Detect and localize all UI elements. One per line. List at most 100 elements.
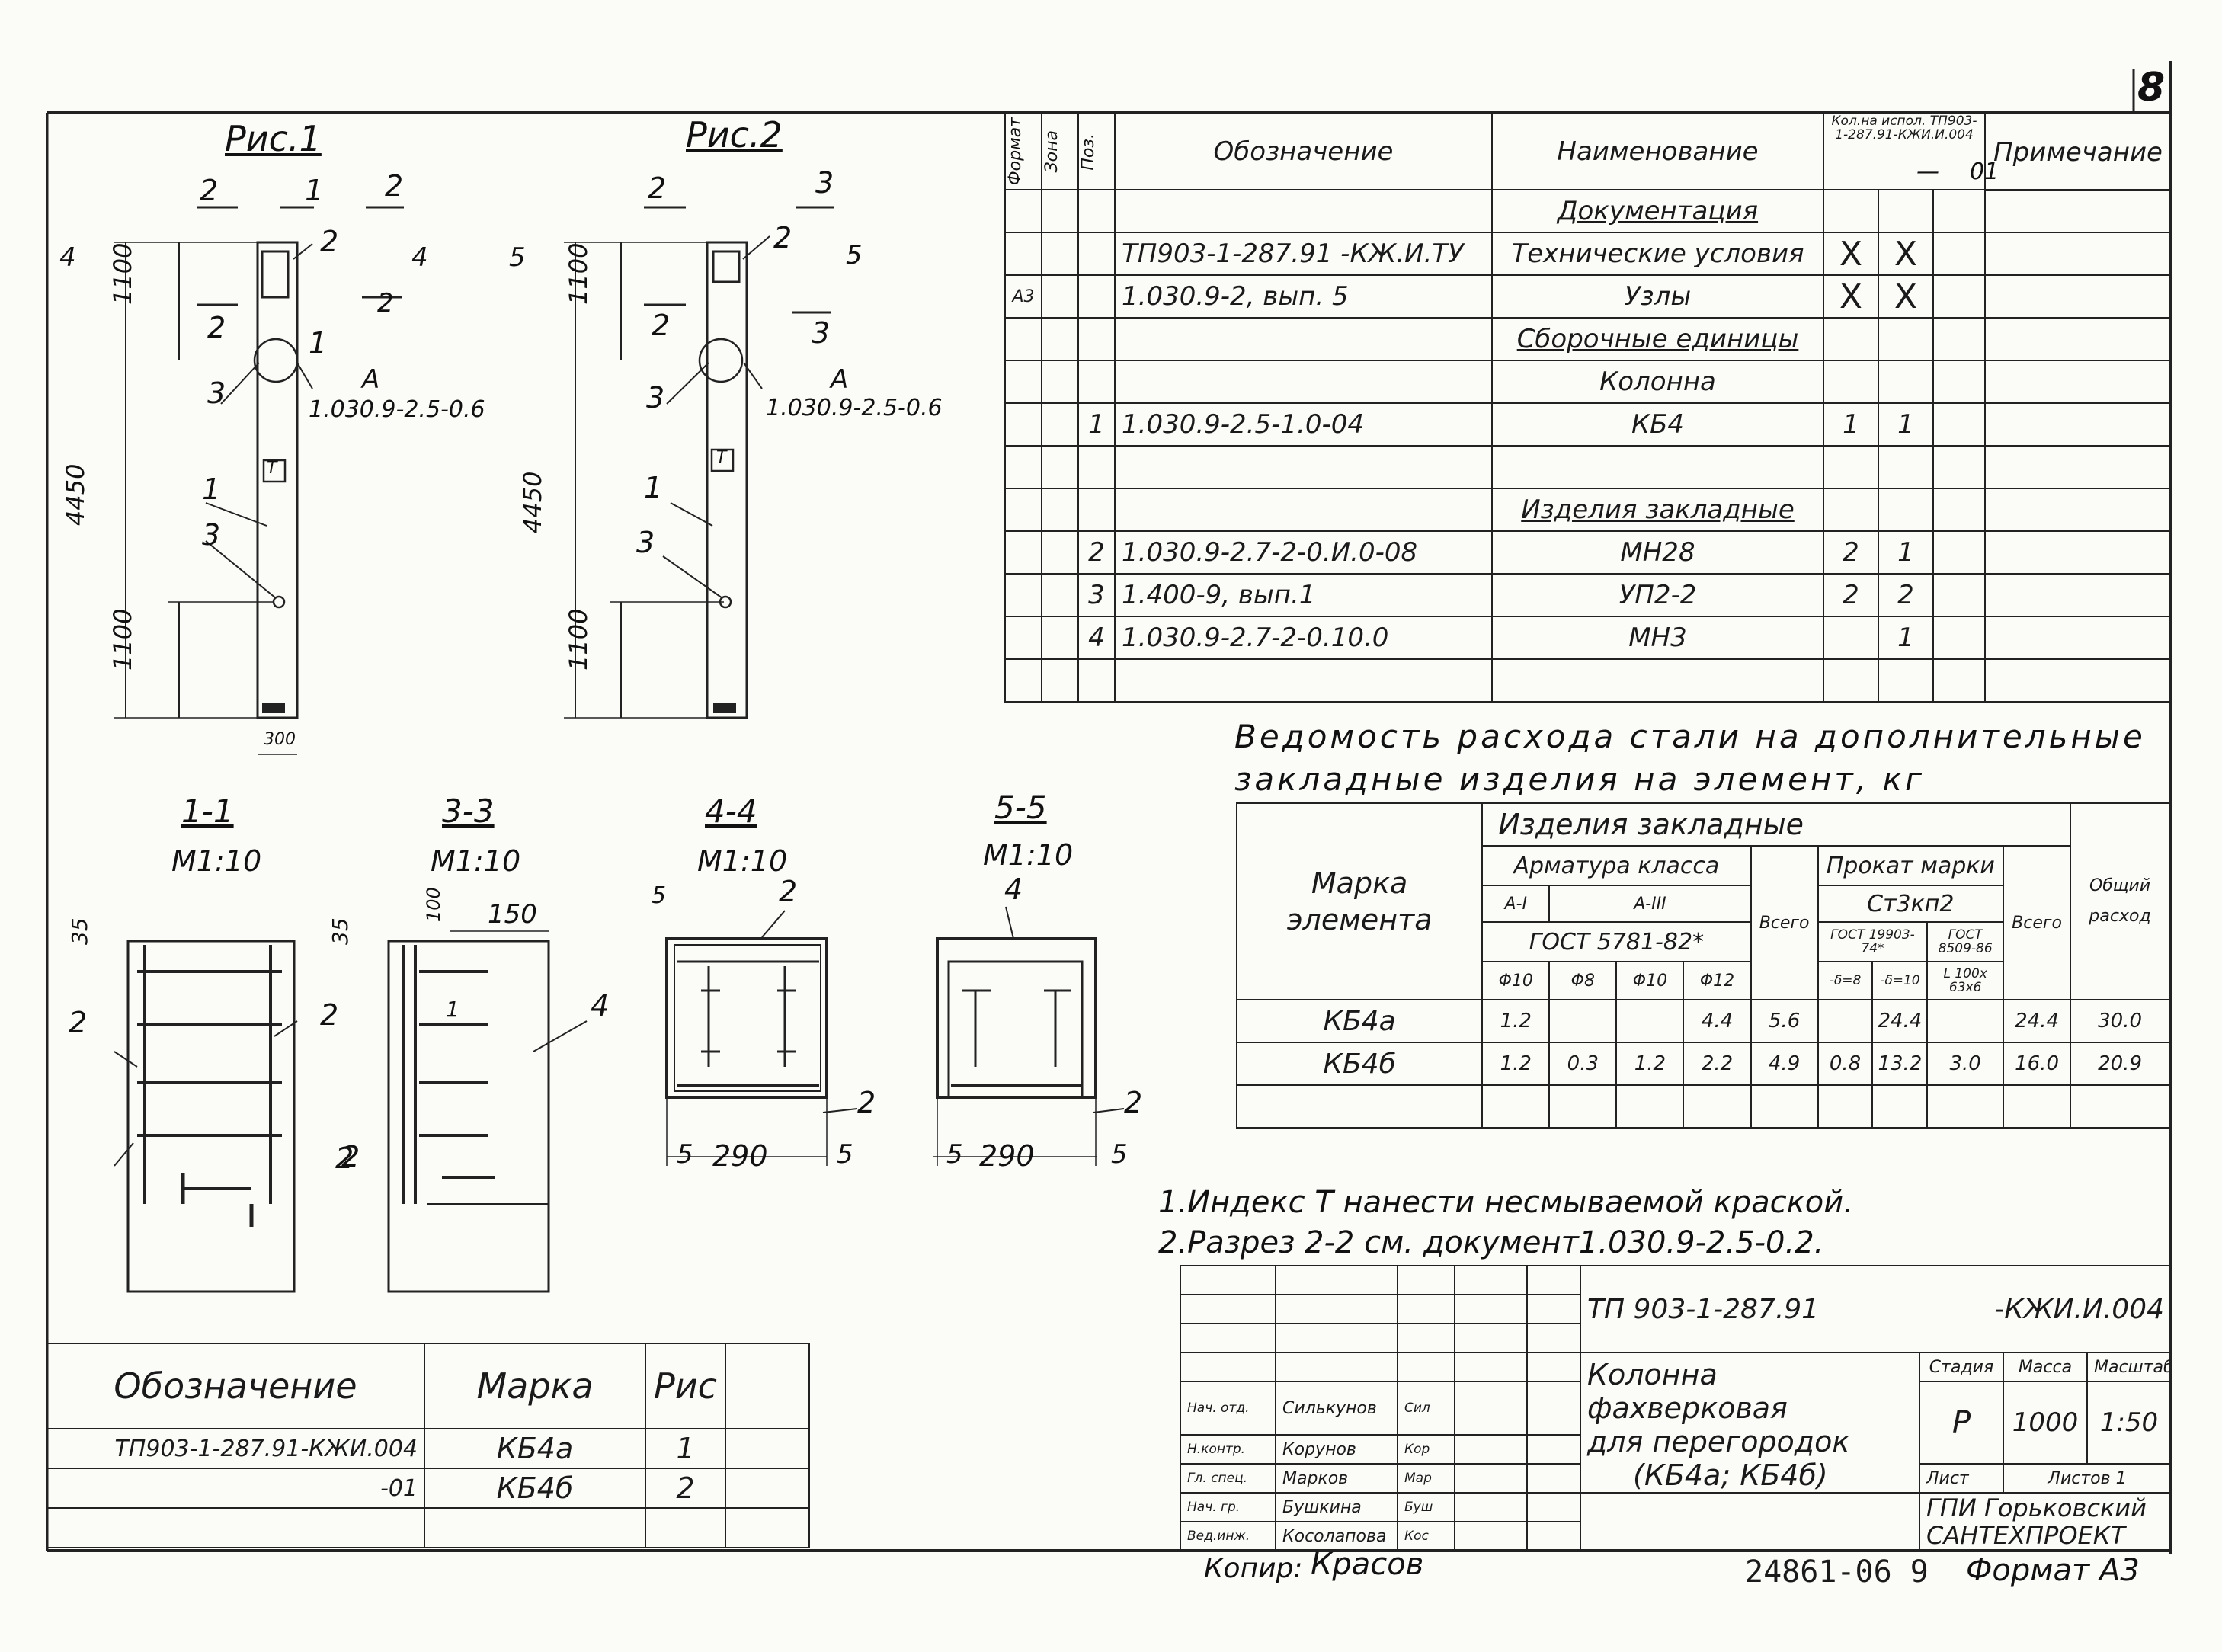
staff-role: Н.контр. — [1180, 1434, 1276, 1465]
section-5-5-dim: 5 — [1111, 1139, 1128, 1170]
steel-cell-value: 24.4 — [2002, 999, 2072, 1043]
spec-cell-name — [1491, 658, 1824, 703]
section-3-3-scale: М1:10 — [431, 844, 521, 878]
fig2-callout-a: А — [831, 364, 849, 395]
spec-cell-note — [1984, 616, 2172, 660]
fig2-mark: 3 — [812, 316, 831, 350]
spec-cell-pos — [1077, 360, 1116, 404]
spec-row: Сборочные единицы — [1004, 317, 2172, 361]
spec-cell-note — [1984, 274, 2172, 319]
spec-cell-pos — [1077, 232, 1116, 276]
spec-cell-name: УП2-2 — [1491, 573, 1824, 617]
spec-cell-note — [1984, 402, 2172, 447]
section-4-4-title: 4-4 — [705, 792, 757, 830]
spec-cell-format — [1004, 317, 1042, 361]
stamp-h-mass: Масса — [2003, 1352, 2088, 1382]
spec-cell-qty-a — [1823, 445, 1879, 489]
steel-table: Марка элемента Изделия закладные Общий р… — [1235, 802, 2170, 1129]
spec-cell-empty — [1932, 189, 1986, 233]
spec-cell-zone — [1041, 402, 1079, 447]
spec-cell-pos — [1077, 488, 1116, 532]
section-3-3-mark: 1 — [446, 997, 459, 1022]
staff-name: Марков — [1275, 1463, 1398, 1494]
steel-cell-value: 13.2 — [1871, 1042, 1929, 1086]
steel-cell-value: 24.4 — [1871, 999, 1929, 1043]
steel-cell-value — [1615, 1084, 1685, 1129]
steel-cell-mark — [1235, 1084, 1484, 1129]
staff-sign: Мар — [1397, 1463, 1455, 1494]
fig2-callout-ref: 1.030.9-2.5-0.6 — [766, 395, 943, 421]
steel-cell-value: 0.3 — [1548, 1042, 1618, 1086]
stamp-block: ТП 903-1-287.91 -КЖИ.И.004 Колонна фахве… — [1180, 1265, 2172, 1551]
spec-cell-qty-a — [1823, 189, 1879, 233]
figure-1-column — [114, 206, 404, 755]
section-4-4-drawing — [665, 910, 858, 1166]
steel-row — [1235, 1084, 2170, 1129]
spec-header-zone: Зона — [1042, 130, 1061, 173]
spec-cell-name: МН28 — [1491, 530, 1824, 575]
stamp-scale: 1:50 — [2086, 1381, 2172, 1465]
spec-cell-zone — [1041, 573, 1079, 617]
fig1-mark: 4 — [411, 242, 428, 273]
spec-cell-name: КБ4 — [1491, 402, 1824, 447]
staff-sign: Буш — [1397, 1492, 1455, 1522]
spec-cell-format — [1004, 573, 1042, 617]
spec-cell-empty — [1932, 616, 1986, 660]
section-1-1-mark: 2 — [69, 1006, 88, 1039]
marks-header-fig: Рис — [645, 1343, 726, 1429]
stamp-title-2: для перегородок — [1587, 1425, 1850, 1458]
fig1-mark: 3 — [202, 518, 221, 552]
spec-row: Документация — [1004, 189, 2172, 233]
steel-cell-value — [1926, 999, 2004, 1043]
spec-cell-note — [1984, 317, 2172, 361]
staff-role: Нач. гр. — [1180, 1492, 1276, 1522]
note-2: 2.Разрез 2-2 см. документ1.030.9-2.5-0.2… — [1158, 1225, 1824, 1260]
spec-cell-empty — [1932, 573, 1986, 617]
fig2-mark: 2 — [652, 309, 671, 342]
spec-cell-qty-b — [1878, 488, 1934, 532]
spec-cell-empty — [1932, 317, 1986, 361]
section-4-4-dim: 5 — [677, 1139, 693, 1170]
spec-header-qty-a: — — [1916, 158, 1939, 185]
spec-cell-pos: 4 — [1077, 616, 1116, 660]
spec-header-qty-b: 01 — [1970, 158, 1999, 185]
fig1-mark: 2 — [320, 225, 339, 258]
fig2-mark: 3 — [815, 166, 834, 200]
section-5-5-dim: 5 — [946, 1139, 963, 1170]
stamp-org-1: ГПИ Горьковский — [1926, 1494, 2147, 1522]
spec-cell-qty-b — [1878, 658, 1934, 703]
spec-header-pos: Поз. — [1079, 133, 1098, 171]
spec-cell-note — [1984, 573, 2172, 617]
stamp-h-scale: Масштаб — [2086, 1352, 2172, 1382]
steel-cell-value: 1.2 — [1615, 1042, 1685, 1086]
marks-cell-mark: КБ4а — [424, 1428, 646, 1469]
spec-cell-qty-b: 1 — [1878, 616, 1934, 660]
steel-cell-value — [1683, 1084, 1752, 1129]
spec-header-designation: Обозначение — [1114, 113, 1493, 190]
spec-cell-name: МН3 — [1491, 616, 1824, 660]
copy-label: Копир: — [1204, 1553, 1303, 1584]
fig2-mark: 5 — [509, 242, 526, 273]
steel-cell-value: 16.0 — [2002, 1042, 2072, 1086]
steel-header-total2: Всего — [2002, 845, 2072, 1000]
fig1-callout-a: А — [362, 364, 380, 395]
steel-header-gost-rebar: ГОСТ 5781-82* — [1481, 921, 1752, 962]
spec-cell-zone — [1041, 232, 1079, 276]
spec-row: Изделия закладные — [1004, 488, 2172, 532]
section-3-3-mark: 4 — [591, 989, 610, 1023]
fig2-mark: 3 — [646, 381, 665, 415]
spec-cell-qty-a — [1823, 616, 1879, 660]
spec-cell-designation — [1114, 189, 1493, 233]
marks-cell-mark: КБ4б — [424, 1468, 646, 1509]
spec-cell-format — [1004, 658, 1042, 703]
fig1-dim-top: 1100 — [108, 242, 137, 305]
section-5-5-mark: 2 — [1124, 1086, 1143, 1119]
fig1-dim-total: 4450 — [61, 463, 90, 526]
fig1-mark: 4 — [59, 242, 76, 273]
spec-row — [1004, 445, 2172, 489]
marks-row — [47, 1507, 810, 1548]
spec-cell-note — [1984, 232, 2172, 276]
spec-cell-qty-a: 1 — [1823, 402, 1879, 447]
